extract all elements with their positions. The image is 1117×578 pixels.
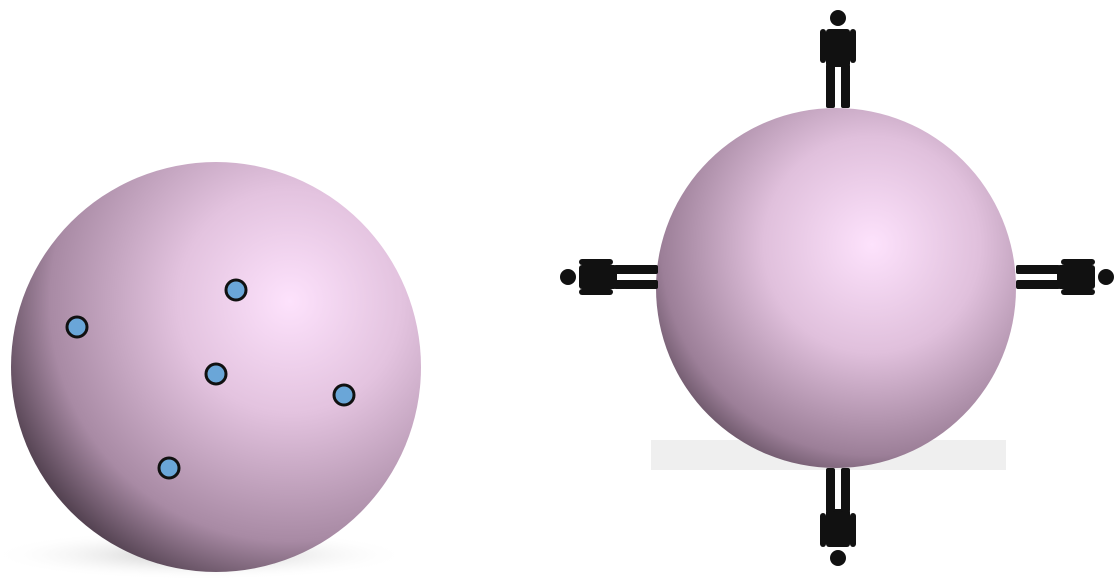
- point-marker: [334, 385, 354, 405]
- person-icon-right: [1016, 259, 1114, 295]
- person-icon-bottom: [820, 468, 856, 566]
- right-sphere: [656, 108, 1016, 468]
- point-marker: [226, 280, 246, 300]
- left-sphere-group: [0, 162, 421, 578]
- point-marker: [159, 458, 179, 478]
- person-icon-left: [560, 259, 658, 295]
- person-icon-top: [820, 10, 856, 108]
- right-sphere-group: [560, 10, 1114, 566]
- point-marker: [206, 364, 226, 384]
- point-marker: [67, 317, 87, 337]
